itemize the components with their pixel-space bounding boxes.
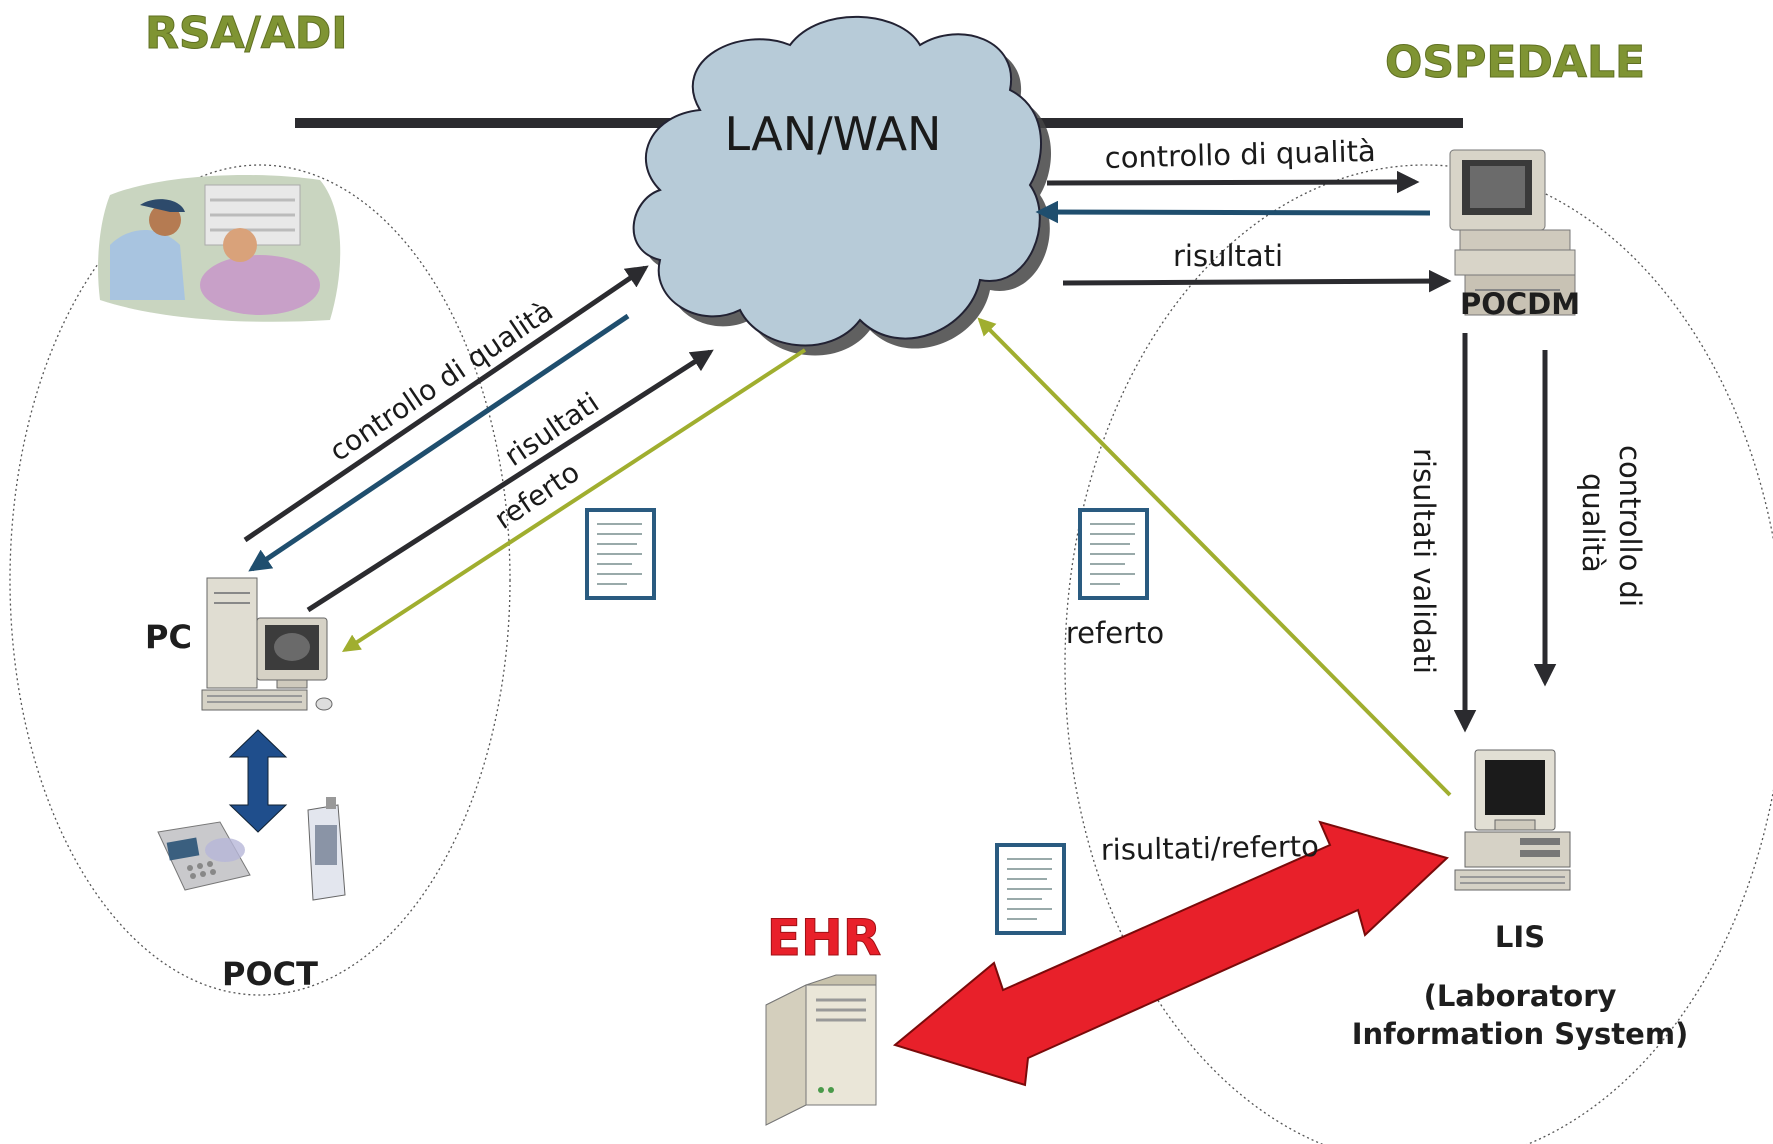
patient-care-clipart-icon (98, 175, 341, 322)
network-label: LAN/WAN (725, 107, 942, 161)
document-icon (995, 843, 1066, 935)
desktop-computer-icon (201, 577, 333, 711)
document-icon (585, 508, 656, 600)
rsa-adi-region (9, 164, 511, 996)
lis-description-line2: Information System) (1352, 1017, 1689, 1051)
pocdm-label: POCDM (1460, 287, 1580, 321)
lis-description-line1: (Laboratory (1424, 979, 1617, 1013)
arrow-left-qc-return (248, 313, 630, 572)
arrow-left-qc (243, 265, 649, 543)
pocdm-computer-icon (1449, 149, 1576, 316)
right-results-label: risultati (1173, 239, 1283, 273)
pc-poct-double-arrow (228, 729, 288, 833)
ehr-lis-double-arrow (892, 820, 1449, 1087)
arrow-lis-report (977, 317, 1452, 797)
validated-results-label: risultati validati (1407, 448, 1441, 674)
arrow-right-results (1062, 269, 1452, 293)
ehr-link-label: risultati/referto (1100, 829, 1319, 867)
arrow-left-report (341, 348, 807, 652)
arrow-left-results (306, 349, 714, 613)
lan-wan-cloud (632, 15, 1052, 356)
report-mid-label: referto (1066, 616, 1164, 650)
document-icon (1078, 508, 1149, 600)
lis-label: LIS (1495, 920, 1545, 954)
lis-computer-icon (1454, 749, 1571, 891)
arrow-right-qc-return (1035, 200, 1431, 224)
qc-vertical-line1: controllo di (1613, 445, 1647, 607)
qc-vertical-line2: qualità (1576, 473, 1610, 573)
right-qc-label: controllo di qualità (1104, 134, 1376, 175)
rsa-adi-title: RSA/ADI (145, 8, 348, 59)
server-icon (765, 974, 877, 1126)
poct-label: POCT (222, 955, 318, 993)
ospedale-title: OSPEDALE (1385, 37, 1645, 88)
arrow-right-qc (1046, 170, 1420, 194)
pc-label: PC (145, 618, 192, 656)
poct-devices-icon (157, 797, 346, 901)
ehr-label: EHR (767, 909, 882, 967)
